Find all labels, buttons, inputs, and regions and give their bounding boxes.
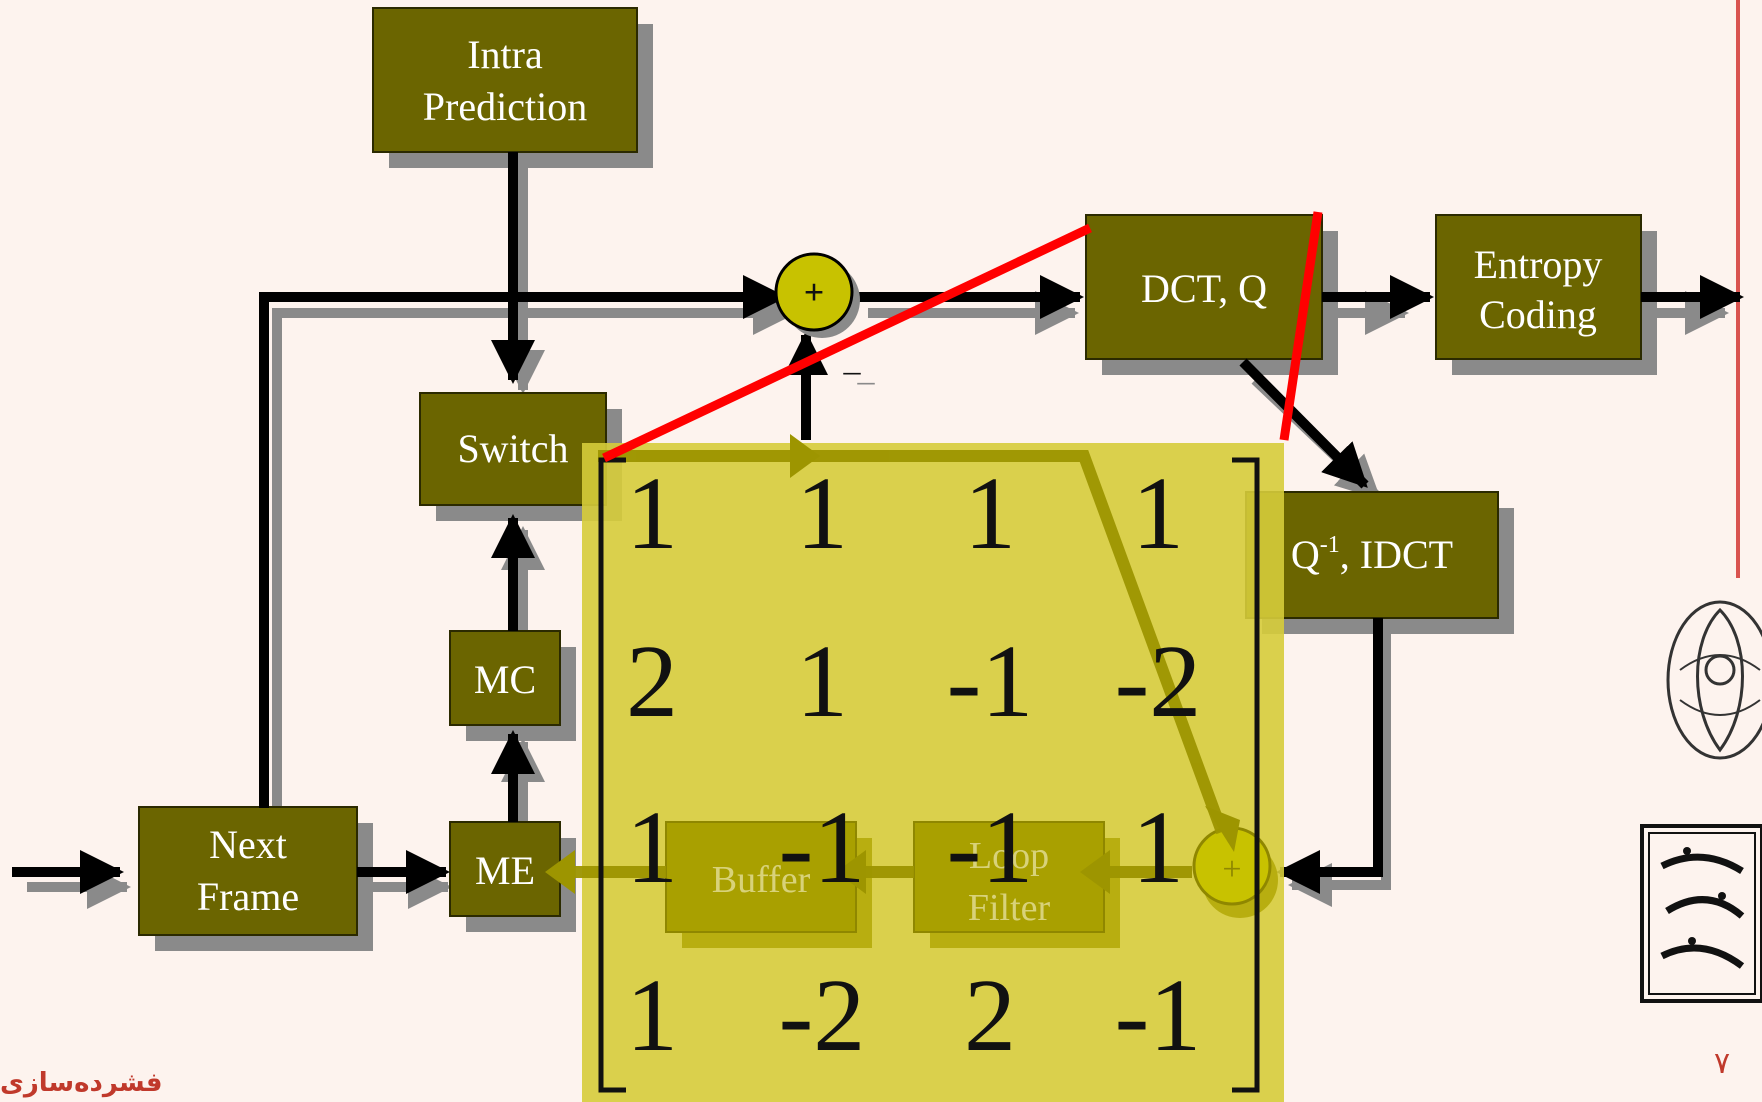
minus-sign: _ [843,341,862,378]
matrix-cell-r1-c3: 1 [964,456,1016,571]
transform-matrix: 1 1 1 1 2 1 -1 -2 1 -1 -1 1 1 -2 2 -1 [626,456,1201,1073]
me-block [449,821,561,917]
adder-top: + [774,252,860,338]
block-labels: Intra Prediction Switch MC ME Next Frame… [197,32,1603,919]
matrix-cell-r4-c3: 2 [964,958,1016,1073]
idct-to-adder-arrow [1276,618,1383,894]
intra-label-2: Prediction [423,84,587,129]
matrix-cell-r3-c3: -1 [947,790,1034,905]
page-number: ۷ [1714,1046,1731,1081]
loop-filter-label-2: Filter [968,887,1051,929]
loop-filter-block [913,821,1105,933]
matrix-cell-r2-c2: 1 [796,624,848,739]
dct-q-label: DCT, Q [1141,266,1267,311]
reconstruction-loop-overlay: + Buffer Loop Filter [545,434,1284,1102]
minus-sign-shadow: _ [857,351,876,388]
buffer-label: Buffer [712,859,811,901]
entropy-label-2: Coding [1479,292,1597,337]
red-strike-lines [602,211,1323,463]
mc-label: MC [474,657,536,702]
adder-top-sign: + [804,272,825,312]
matrix-cell-r3-c2: -1 [779,790,866,905]
matrix-cell-r1-c4: 1 [1132,456,1184,571]
matrix-cell-r4-c1: 1 [626,958,678,1073]
buffer-block [665,821,857,933]
dct-to-idct-arrow [1239,358,1369,489]
entropy-label-1: Entropy [1474,242,1603,287]
matrix-cell-r1-c2: 1 [796,456,848,571]
matrix-cell-r4-c2: -2 [779,958,866,1073]
q-inv-idct-block [1245,491,1499,619]
next-frame-label-2: Frame [197,874,299,919]
footer-title: فشرده‌سازی [0,1068,163,1098]
switch-block [419,392,607,506]
dct-q-block [1085,214,1323,360]
right-bracket [1232,457,1260,1093]
next-frame-block [138,806,358,936]
matrix-cell-r2-c1: 2 [626,624,678,739]
red-strike-line-2 [1279,211,1323,441]
matrix-cell-r4-c4: -1 [1115,958,1202,1073]
intra-label-1: Intra [467,32,543,77]
matrix-cell-r2-c4: -2 [1115,624,1202,739]
matrix-cell-r3-c1: 1 [626,790,678,905]
matrix-cell-r2-c3: -1 [947,624,1034,739]
university-seal [1640,824,1762,1003]
frame-to-adder-arrow [259,275,787,808]
matrix-cell-r1-c1: 1 [626,456,678,571]
matrix-cell-r3-c4: 1 [1132,790,1184,905]
red-strike-line-1 [602,223,1092,463]
entropy-coding-block [1435,214,1642,360]
connectors [12,152,1744,894]
switch-label: Switch [457,426,568,471]
next-frame-label-1: Next [209,822,287,867]
highlight-panel [582,443,1284,1102]
mc-block [449,630,561,726]
left-bracket [598,457,626,1093]
blocks [138,7,1642,936]
adder-bottom-sign: + [1222,851,1241,888]
me-label: ME [475,848,535,893]
q-inv-idct-label: Q-1, IDCT [1291,532,1453,577]
loop-filter-label-1: Loop [969,835,1049,877]
intra-prediction-block [372,7,638,153]
matrix-brackets [598,457,1260,1093]
university-logo [1666,600,1762,760]
